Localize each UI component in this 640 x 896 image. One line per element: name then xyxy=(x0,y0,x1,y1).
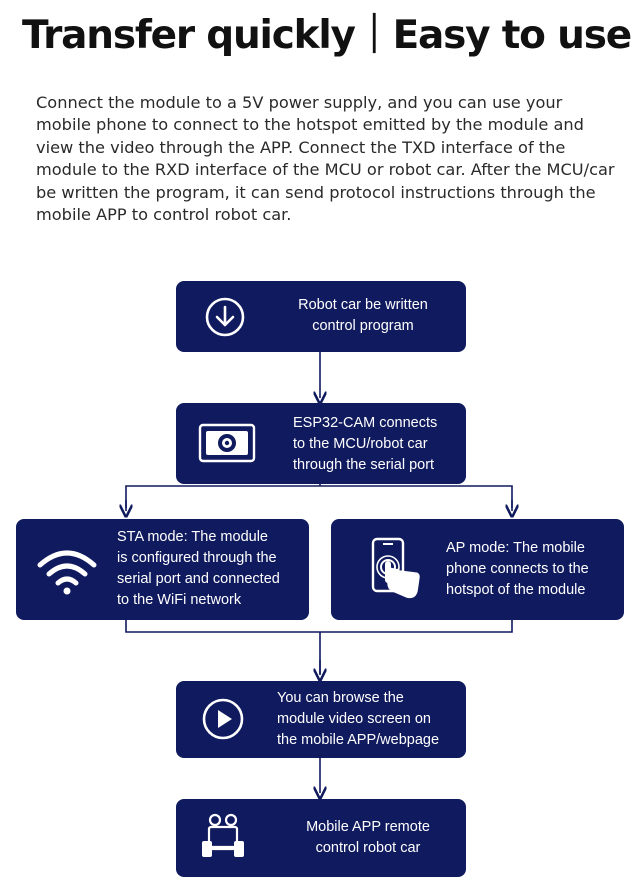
step2-box: ESP32-CAM connects to the MCU/robot car … xyxy=(176,403,466,484)
step4-line2: module video screen on xyxy=(277,711,431,727)
step3a-line3: serial port and connected xyxy=(117,571,280,587)
step3b-box: AP mode: The mobile phone connects to th… xyxy=(331,519,624,620)
step4-box: You can browse the module video screen o… xyxy=(176,681,466,758)
step2-line1: ESP32-CAM connects xyxy=(293,415,438,431)
step5-box: Mobile APP remote control robot car xyxy=(176,799,466,877)
step3a-line2: is configured through the xyxy=(117,550,277,566)
play-circle-icon xyxy=(202,698,244,740)
arrow-merge xyxy=(125,620,513,674)
step1-line2: control program xyxy=(312,318,414,334)
download-circle-icon xyxy=(205,297,245,337)
step2-line3: through the serial port xyxy=(293,457,435,473)
step1-box: Robot car be written control program xyxy=(176,281,466,352)
step4-line3: the mobile APP/webpage xyxy=(277,732,440,748)
page-title: Transfer quickly｜Easy to use xyxy=(22,13,632,58)
camera-module-icon xyxy=(198,423,256,463)
step5-line1: Mobile APP remote xyxy=(306,819,430,835)
step4-line1: You can browse the xyxy=(277,690,404,706)
phone-touch-icon xyxy=(371,537,420,599)
step5-line2: control robot car xyxy=(315,840,421,856)
step3a-line4: to the WiFi network xyxy=(117,592,242,608)
intro-paragraph: Connect the module to a 5V power supply,… xyxy=(36,93,615,225)
arrow-step2-split xyxy=(125,484,513,508)
step3b-line3: hotspot of the module xyxy=(446,582,586,598)
step3b-line1: AP mode: The mobile xyxy=(446,540,585,556)
step1-line1: Robot car be written xyxy=(298,297,428,313)
robot-car-icon xyxy=(202,813,244,857)
step3a-line1: STA mode: The module xyxy=(117,529,268,545)
step3b-line2: phone connects to the xyxy=(446,561,589,577)
step2-line2: to the MCU/robot car xyxy=(293,436,428,452)
wifi-icon xyxy=(37,550,97,595)
step3a-box: STA mode: The module is configured throu… xyxy=(16,519,309,620)
